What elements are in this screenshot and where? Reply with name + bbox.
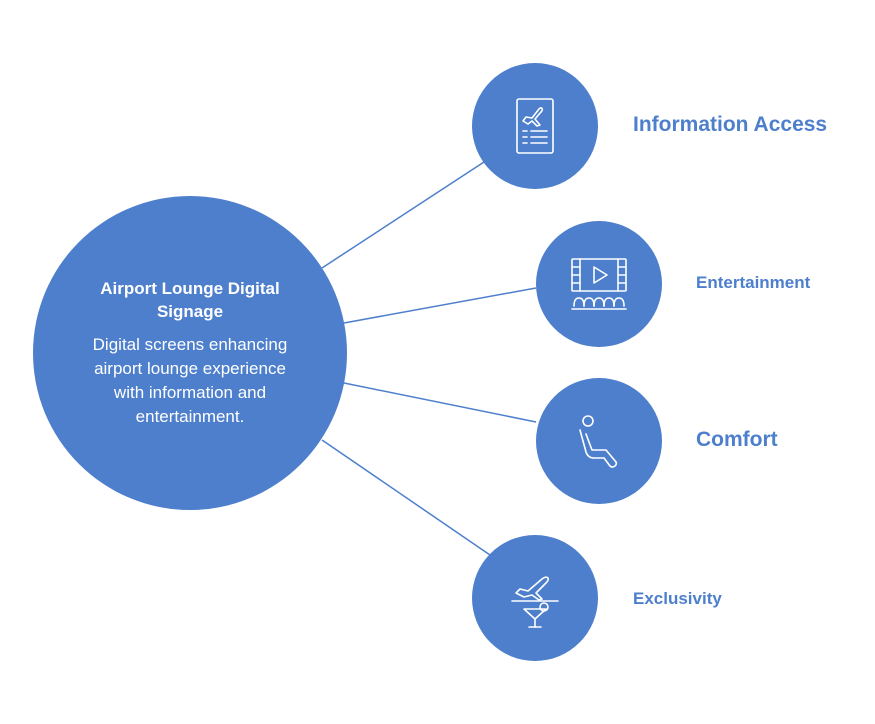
- node-information-access: [472, 63, 598, 189]
- connector-exclusivity: [321, 439, 491, 556]
- central-topic-circle: Airport Lounge Digital Signage Digital s…: [33, 196, 347, 510]
- central-topic-description: Digital screens enhancing airport lounge…: [92, 335, 288, 426]
- node-label-exclusivity: Exclusivity: [633, 589, 722, 608]
- node-comfort: [536, 378, 662, 504]
- central-topic-title: Airport Lounge Digital Signage: [100, 279, 280, 321]
- connector-information-access: [321, 161, 485, 269]
- airplane-cocktail-icon: [511, 576, 559, 628]
- node-label-information-access: Information Access: [633, 113, 828, 136]
- connector-entertainment: [343, 287, 537, 324]
- reclining-seat-icon: [579, 415, 618, 468]
- cinema-screen-icon: [571, 258, 627, 310]
- flight-document-icon: [516, 98, 554, 154]
- node-label-comfort: Comfort: [696, 428, 778, 451]
- node-label-entertainment: Entertainment: [696, 273, 811, 292]
- connector-comfort: [343, 382, 537, 423]
- node-entertainment: [536, 221, 662, 347]
- node-exclusivity: [472, 535, 598, 661]
